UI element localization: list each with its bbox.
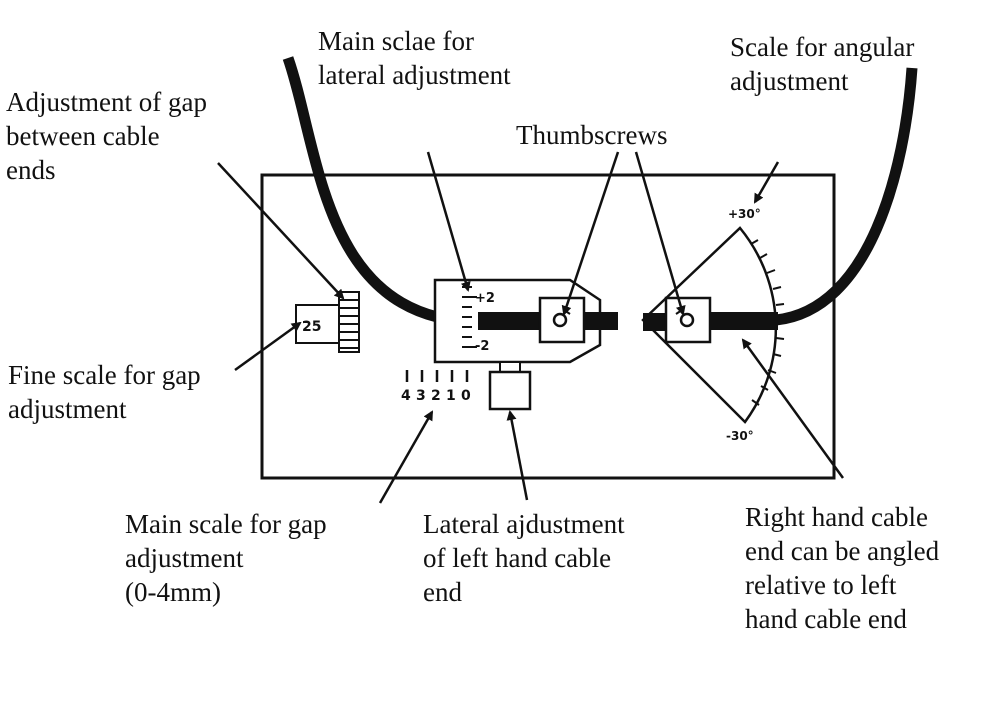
lateral-knob-leader [506,410,529,501]
lateral-scale-leader [426,151,471,292]
gap-digit-4: 4 [401,388,411,404]
right-cable [775,67,918,326]
angle-scale-plus: +30° [728,207,761,221]
gap-digit-0: 0 [461,388,471,404]
label-thumbscrews: Thumbscrews [516,120,668,150]
right-angle-leader [741,338,845,479]
lateral-scale-minus: -2 [475,339,489,354]
angular-scale-leader [753,161,780,204]
right-carriage: +30° -30° [641,207,785,443]
label-main-scale-lateral: Main sclae for lateral adjustment [318,26,511,90]
main-gap-scale-leader [378,410,434,504]
main-gap-scale: 4 3 2 1 0 [401,370,471,404]
lateral-adjust-knob [488,361,532,411]
label-fine-scale: Fine scale for gap adjustment [8,360,201,424]
fine-scale-leader [234,321,302,372]
angle-scale-minus: -30° [726,429,754,443]
fine-gap-scale: 25 [295,291,360,353]
base-plate [260,173,836,480]
lateral-scale-plus: +2 [475,291,495,306]
gap-digit-1: 1 [446,388,456,404]
gap-digit-3: 3 [416,388,426,404]
label-right-angled: Right hand cable end can be angled relat… [745,502,940,634]
leader-lines [217,151,845,504]
label-gap-adjustment: Adjustment of gap between cable ends [6,87,207,185]
label-main-gap-scale: Main scale for gap adjustment (0-4mm) [125,509,327,607]
gap-digit-2: 2 [431,388,441,404]
left-cable [282,56,479,328]
gap-adjust-leader [217,162,345,300]
left-carriage: +2 -2 [433,278,618,364]
thumbscrew-left-leader [561,151,620,316]
thumbscrew-right-leader [634,151,686,316]
label-angular-scale: Scale for angular adjustment [730,32,915,96]
label-lateral-left: Lateral ajdustment of left hand cable en… [423,509,625,607]
